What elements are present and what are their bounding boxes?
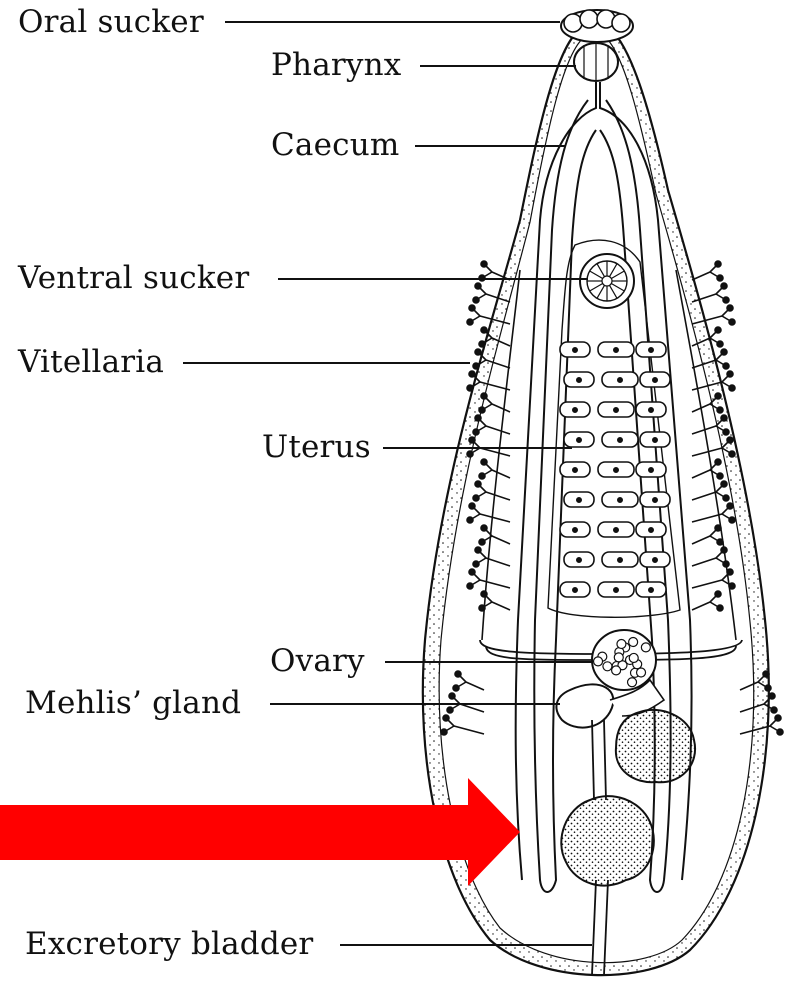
label-ventral-sucker: Ventral sucker: [18, 263, 249, 294]
label-mehlis-gland: Mehlis’ gland: [25, 688, 241, 719]
testis-anterior: [616, 710, 695, 782]
label-ovary: Ovary: [270, 646, 365, 677]
pharynx-shape: [574, 43, 618, 81]
label-uterus: Uterus: [262, 432, 371, 463]
ovary-shape: [592, 630, 656, 690]
label-pharynx: Pharynx: [271, 50, 402, 81]
label-caecum: Caecum: [271, 130, 399, 161]
testis-posterior: [561, 796, 654, 885]
oral-sucker-shape: [561, 10, 633, 42]
ventral-sucker-shape: [580, 254, 634, 308]
label-oral-sucker: Oral sucker: [18, 7, 204, 38]
label-excretory-bladder: Excretory bladder: [25, 929, 313, 960]
label-vitellaria: Vitellaria: [18, 347, 164, 378]
